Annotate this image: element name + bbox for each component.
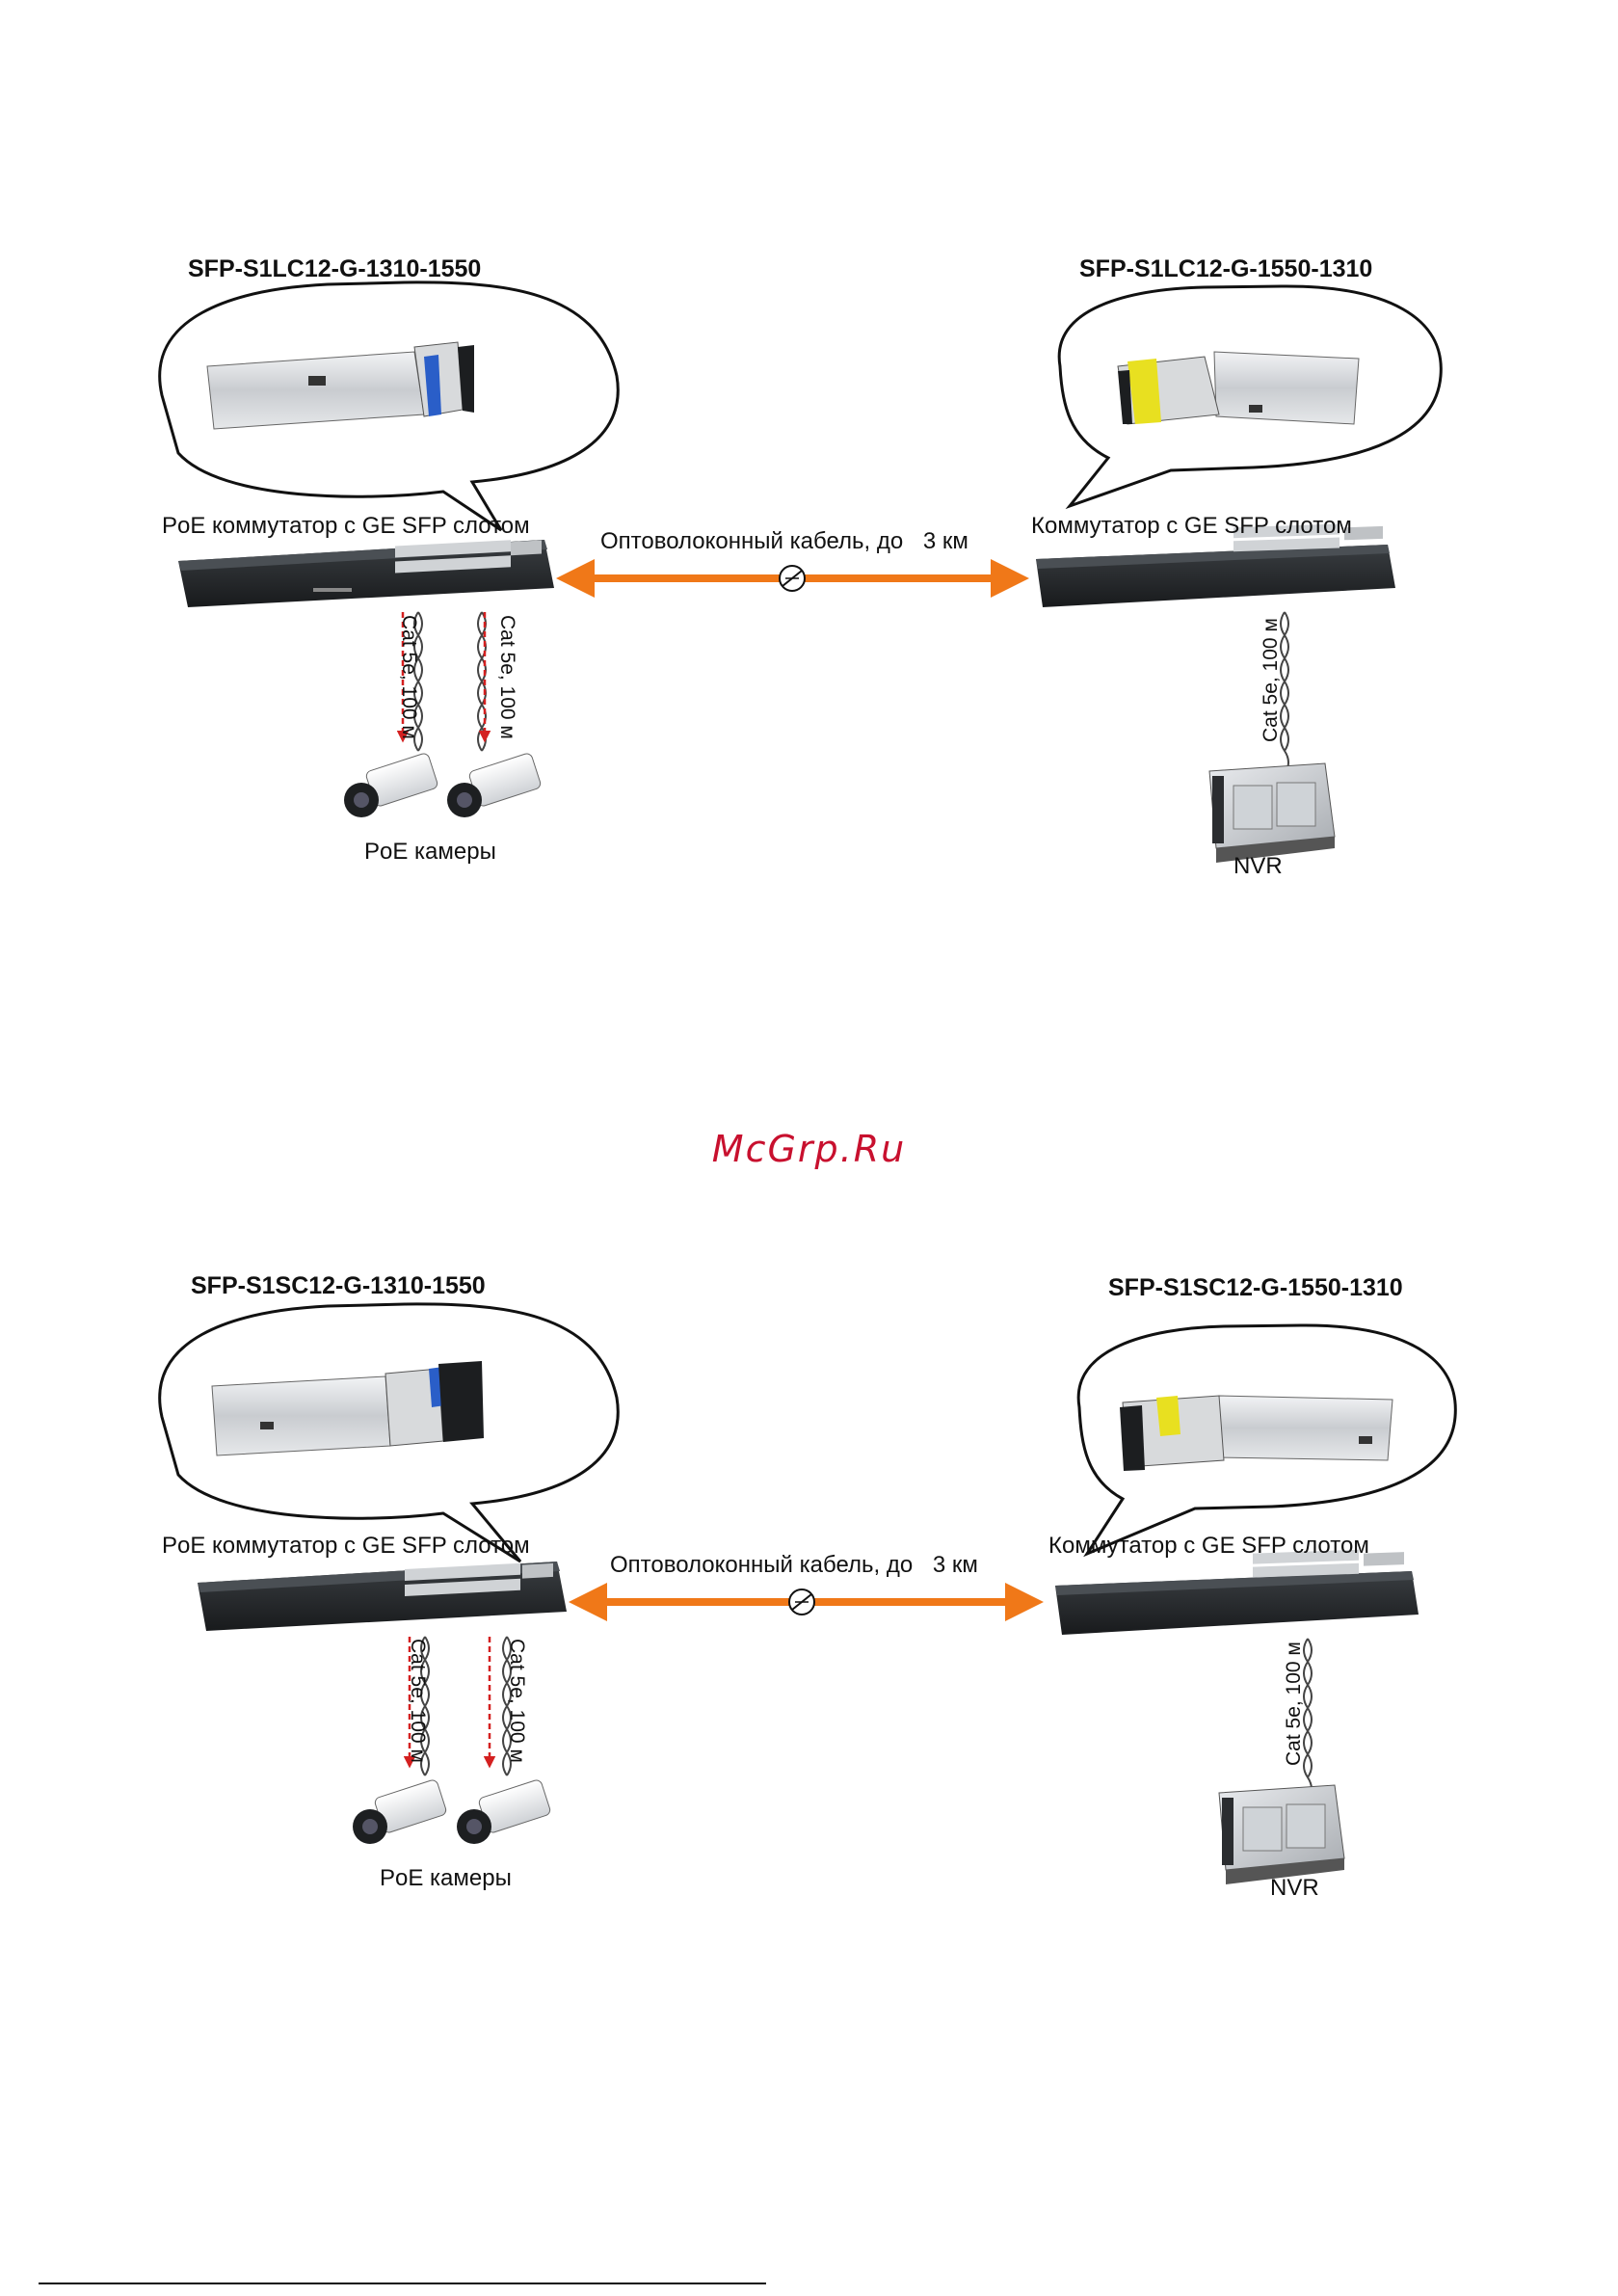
left-poe-switch [198, 1562, 567, 1631]
sfp-module-left [211, 1361, 484, 1456]
fiber-label: Оптоволоконный кабель, до 3 км [610, 1552, 978, 1579]
cameras-label: PoE камеры [364, 839, 496, 865]
poe-camera-1 [344, 753, 438, 817]
fiber-link [556, 559, 1029, 598]
sfp-module-right [1120, 1395, 1393, 1471]
diagram-graphics [158, 1302, 1457, 1884]
cable-label-2: Cat 5e, 100 м [506, 1639, 528, 1763]
watermark: McGrp.Ru [711, 1128, 907, 1170]
nvr-label: NVR [1233, 853, 1283, 879]
fiber-link [569, 1583, 1044, 1621]
poe-camera-2 [447, 753, 542, 817]
poe-cables [420, 1636, 512, 1776]
poe-camera-2 [457, 1779, 551, 1844]
right-switch-label: Коммутатор с GE SFP слотом [1031, 513, 1352, 539]
fiber-label: Оптоволоконный кабель, до 3 км [600, 528, 968, 555]
left-module-label: SFP-S1LC12-G-1310-1550 [188, 255, 482, 282]
nvr-cable [1303, 1638, 1313, 1802]
poe-cables [413, 611, 487, 752]
right-switch [1036, 523, 1395, 607]
cable-label-2: Cat 5e, 100 м [496, 615, 518, 739]
diagram-lc: SFP-S1LC12-G-1310-1550 SFP-S1LC12-G-1550… [0, 0, 1618, 879]
right-module-label: SFP-S1LC12-G-1550-1310 [1079, 255, 1373, 282]
footer-rule [39, 2283, 766, 2284]
right-switch [1055, 1549, 1419, 1635]
fiber-label-text: Оптоволоконный кабель, до [610, 1552, 914, 1578]
sfp-module-left [206, 341, 474, 430]
left-module-label: SFP-S1SC12-G-1310-1550 [191, 1272, 486, 1299]
left-poe-switch [178, 540, 554, 607]
right-switch-label: Коммутатор с GE SFP слотом [1048, 1533, 1369, 1559]
poe-power-arrows [403, 1637, 496, 1769]
cable-label-nvr: Cat 5e, 100 м [1260, 618, 1282, 742]
cameras-label: PoE камеры [380, 1865, 512, 1891]
left-switch-label: PoE коммутатор с GE SFP слотом [162, 513, 530, 539]
sfp-module-right [1117, 351, 1360, 425]
nvr-device [1218, 1784, 1345, 1884]
poe-power-arrows [396, 612, 491, 743]
fiber-distance: 3 км [922, 528, 968, 554]
diagram-sc: SFP-S1SC12-G-1310-1550 SFP-S1SC12-G-1550… [0, 1022, 1618, 1901]
poe-camera-1 [353, 1779, 447, 1844]
fiber-distance: 3 км [932, 1552, 978, 1578]
cable-label-1: Cat 5e, 100 м [398, 615, 420, 739]
diagram-graphics [158, 280, 1443, 863]
nvr-label: NVR [1270, 1875, 1319, 1901]
left-switch-label: PoE коммутатор с GE SFP слотом [162, 1533, 530, 1559]
nvr-cable [1280, 611, 1289, 775]
nvr-device [1208, 762, 1336, 863]
cable-label-1: Cat 5e, 100 м [407, 1639, 429, 1763]
right-module-label: SFP-S1SC12-G-1550-1310 [1108, 1274, 1403, 1301]
cable-label-nvr: Cat 5e, 100 м [1283, 1642, 1305, 1766]
fiber-label-text: Оптоволоконный кабель, до [600, 528, 904, 554]
